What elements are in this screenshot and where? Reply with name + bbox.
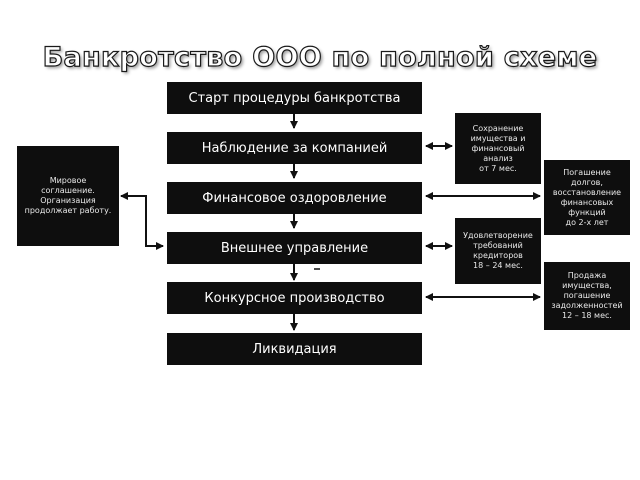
diagram-title: Банкротство ООО по полной схеме <box>42 41 598 73</box>
stage-start: Старт процедуры банкротства <box>167 82 422 114</box>
note-recovery: Погашение долгов, восстановление финансо… <box>544 160 630 235</box>
note-external: Удовлетворение требований кредиторов 18 … <box>455 218 541 284</box>
note-observation: Сохранение имущества и финансовый анализ… <box>455 113 541 184</box>
stage-liquidation: Ликвидация <box>167 333 422 365</box>
link-settlement <box>120 192 164 250</box>
stage-external: Внешнее управление <box>167 232 422 264</box>
note-settlement: Мировое соглашение. Организация продолжа… <box>17 146 119 246</box>
stage-recovery: Финансовое оздоровление <box>167 182 422 214</box>
stage-competition: Конкурсное производство <box>167 282 422 314</box>
stage-observation: Наблюдение за компанией <box>167 132 422 164</box>
note-competition: Продажа имущества, погашение задолженнос… <box>544 262 630 330</box>
